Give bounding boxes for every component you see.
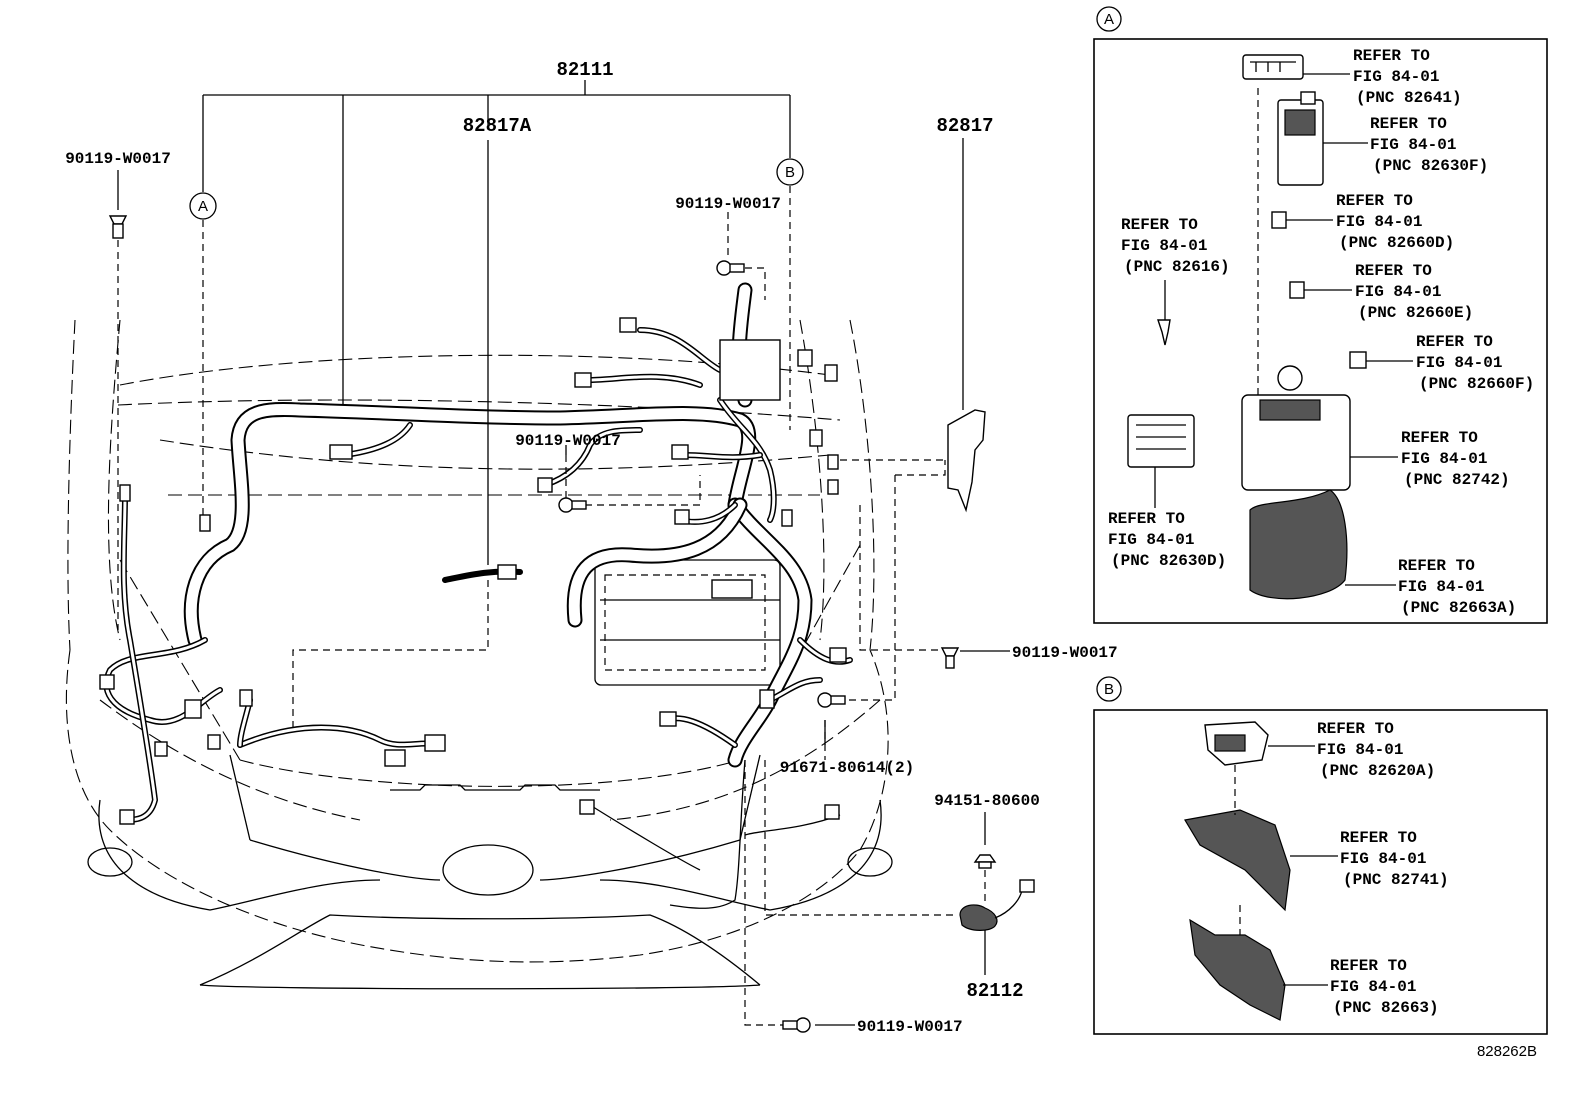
ref-line: REFER TO [1401,429,1478,447]
ref-line: FIG 84-01 [1370,136,1456,154]
ref-line: REFER TO [1370,115,1447,133]
clip-right-icon [940,647,960,669]
ref-line: FIG 84-01 [1336,213,1422,231]
ref-line: REFER TO [1330,957,1407,975]
inset-a-ref-82660f: REFER TO FIG 84-01 (PNC 82660F) [1416,333,1534,393]
engine-room-main-harness [103,282,853,909]
ref-line: REFER TO [1336,192,1413,210]
view-marker-b: B [776,158,804,186]
ref-line: (PNC 82660D) [1339,234,1454,252]
callout-clip-top-left: 90119-W0017 [65,150,171,168]
clip-top-left-icon [108,215,128,239]
inset-a-ref-82660e: REFER TO FIG 84-01 (PNC 82660E) [1355,262,1473,322]
ref-line: REFER TO [1317,720,1394,738]
inset-a-ref-82616: REFER TO FIG 84-01 (PNC 82616) [1121,216,1230,276]
ref-line: FIG 84-01 [1355,283,1441,301]
inset-b-ref-82620a: REFER TO FIG 84-01 (PNC 82620A) [1317,720,1435,780]
battery-area [594,559,781,686]
ref-line: FIG 84-01 [1353,68,1439,86]
bracket-82817-icon [947,409,986,513]
callout-grommet: 94151-80600 [934,792,1040,810]
inset-b: B REFER TO FIG 84-01 (PNC 82620A) REFER … [1093,676,1548,1035]
ref-line: (PNC 82616) [1124,258,1230,276]
ref-line: REFER TO [1398,557,1475,575]
ref-line: FIG 84-01 [1401,450,1487,468]
ref-line: FIG 84-01 [1340,850,1426,868]
ref-line: FIG 84-01 [1108,531,1194,549]
inset-a-marker: A [1104,11,1114,28]
ref-line: (PNC 82741) [1343,871,1449,889]
callout-clip-right: 90119-W0017 [1012,644,1118,662]
fasteners [108,215,1035,1033]
ref-line: REFER TO [1353,47,1430,65]
view-marker-a-label: A [198,198,208,215]
nut-icon [817,692,846,708]
part-callouts: 82111 82817A 82817 82112 90119-W0017 901… [65,59,1117,1036]
ref-line: (PNC 82742) [1404,471,1510,489]
ref-line: FIG 84-01 [1398,578,1484,596]
ref-line: (PNC 82663A) [1401,599,1516,617]
callout-82817: 82817 [936,115,993,137]
grommet-icon [973,854,997,869]
inset-a-ref-82641: REFER TO FIG 84-01 (PNC 82641) [1353,47,1462,107]
sensor-82112-icon [959,879,1035,931]
callout-82112: 82112 [966,980,1023,1002]
ref-line: (PNC 82630F) [1373,157,1488,175]
leader-lines [117,80,1010,1026]
inset-b-marker: B [1104,681,1114,698]
ref-line: (PNC 82663) [1333,999,1439,1017]
clip-bottom-icon [782,1017,811,1033]
clip-top-center-icon [716,260,745,276]
figure-id: 828262B [1477,1043,1537,1060]
ref-line: (PNC 82630D) [1111,552,1226,570]
callout-clip-top-center: 90119-W0017 [675,195,781,213]
inset-a: A [1093,6,1548,624]
harness-connectors [99,317,847,825]
view-marker-b-label: B [785,164,795,181]
inset-a-ref-82660d: REFER TO FIG 84-01 (PNC 82660D) [1336,192,1454,252]
inset-a-parts [1127,54,1367,600]
ref-line: REFER TO [1355,262,1432,280]
ref-line: REFER TO [1108,510,1185,528]
inset-a-ref-82630d: REFER TO FIG 84-01 (PNC 82630D) [1108,510,1226,570]
ref-line: REFER TO [1340,829,1417,847]
callout-82111: 82111 [556,59,613,81]
ref-line: REFER TO [1121,216,1198,234]
ref-line: FIG 84-01 [1121,237,1207,255]
ref-line: FIG 84-01 [1330,978,1416,996]
ref-line: (PNC 82620A) [1320,762,1435,780]
inset-a-ref-82663a: REFER TO FIG 84-01 (PNC 82663A) [1398,557,1516,617]
inset-b-ref-82741: REFER TO FIG 84-01 (PNC 82741) [1340,829,1449,889]
inset-a-ref-82630f: REFER TO FIG 84-01 (PNC 82630F) [1370,115,1488,175]
ref-line: FIG 84-01 [1416,354,1502,372]
clip-center-icon [558,497,587,513]
inset-b-parts [1184,721,1291,1021]
ref-line: (PNC 82641) [1356,89,1462,107]
inset-b-ref-82663: REFER TO FIG 84-01 (PNC 82663) [1330,957,1439,1017]
ref-line: (PNC 82660E) [1358,304,1473,322]
callout-clip-bottom: 90119-W0017 [857,1018,963,1036]
view-marker-a: A [189,192,217,220]
callout-nut: 91671-80614(2) [780,759,914,777]
ref-line: (PNC 82660F) [1419,375,1534,393]
callout-82817a: 82817A [463,115,532,137]
inset-a-ref-82742: REFER TO FIG 84-01 (PNC 82742) [1401,429,1510,489]
ref-line: REFER TO [1416,333,1493,351]
callout-clip-center: 90119-W0017 [515,432,621,450]
ref-line: FIG 84-01 [1317,741,1403,759]
